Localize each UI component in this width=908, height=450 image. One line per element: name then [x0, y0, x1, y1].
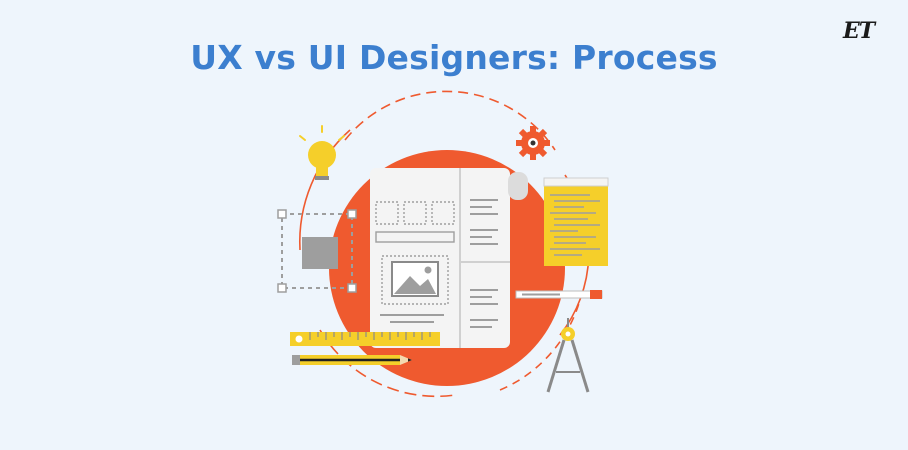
image-placeholder-icon: [391, 261, 439, 297]
compass-icon: [546, 318, 590, 393]
selection-frame-icon: [277, 209, 357, 293]
wireframe-icon: [370, 168, 528, 348]
lightbulb-icon: [299, 125, 345, 180]
gear-icon: [516, 126, 550, 160]
slider-bar-icon: [515, 290, 603, 299]
orbit-arcs: [298, 90, 590, 398]
code-panel-icon: [543, 177, 609, 266]
pencil-icon: [292, 355, 412, 365]
ruler-icon: [290, 332, 440, 346]
page-title: UX vs UI Designers: Process: [190, 38, 718, 77]
brand-logo: ET: [843, 18, 875, 44]
